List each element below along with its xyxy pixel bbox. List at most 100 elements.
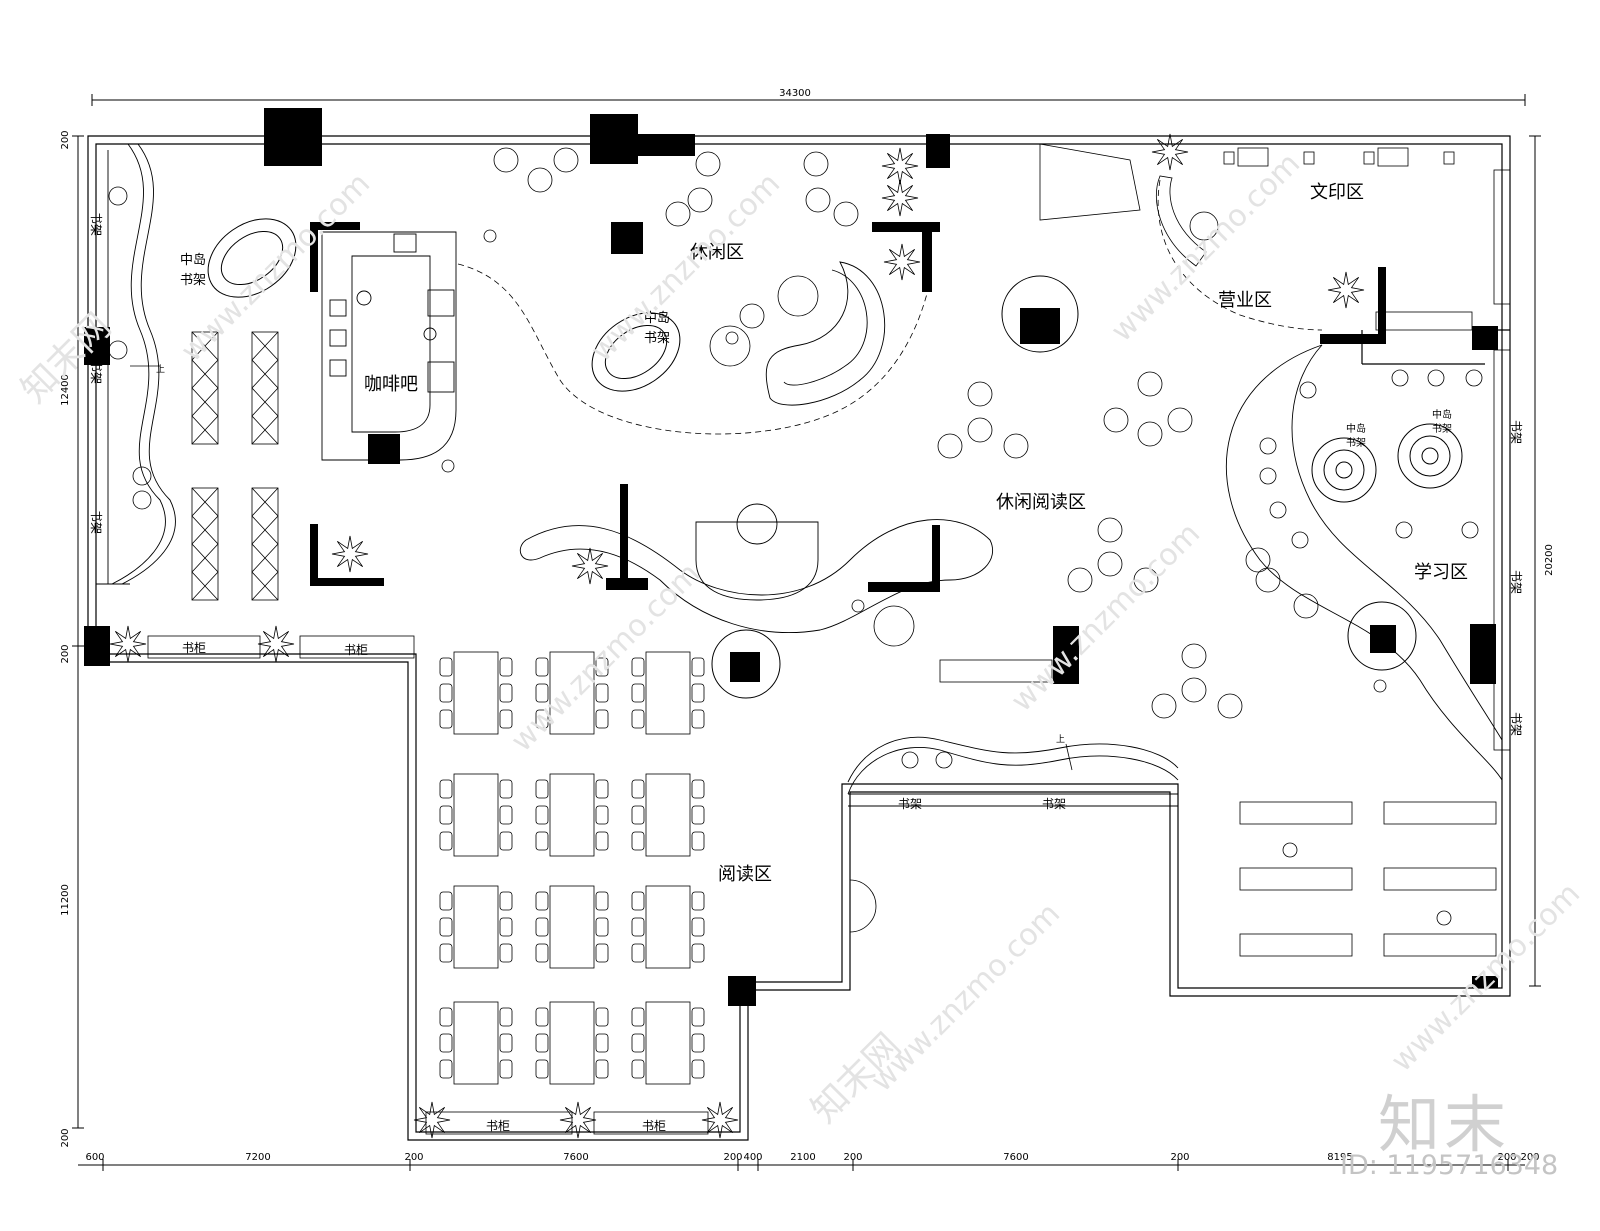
island-label-2a: 中岛 xyxy=(644,310,670,326)
reading-table xyxy=(549,1001,595,1085)
chair xyxy=(439,943,453,963)
dim-bottom-4: 200 xyxy=(723,1152,742,1163)
zone-print: 文印区 xyxy=(1310,182,1364,203)
chair xyxy=(499,1007,513,1027)
island-label-4b: 书架 xyxy=(1432,423,1452,435)
chair xyxy=(439,805,453,825)
person-icon xyxy=(441,211,1479,926)
dim-left-mid: 200 xyxy=(60,644,71,663)
dim-left-top: 200 xyxy=(60,130,71,149)
chair xyxy=(439,891,453,911)
dim-left-lower: 11200 xyxy=(60,884,71,916)
chair xyxy=(499,917,513,937)
bookcase-label-2: 书柜 xyxy=(344,643,368,657)
bookcase-label-1: 书柜 xyxy=(182,641,206,655)
dim-right-total: 20200 xyxy=(1544,544,1555,576)
dim-bottom-8: 7600 xyxy=(1003,1152,1028,1163)
door xyxy=(849,879,877,933)
dimension-lines xyxy=(72,94,1541,1171)
bottom-bookshelf xyxy=(847,736,1179,807)
dim-left-upper: 12400 xyxy=(60,374,71,406)
round-chairs xyxy=(108,147,1483,769)
chair xyxy=(595,891,609,911)
chair xyxy=(691,805,705,825)
chair xyxy=(631,943,645,963)
reading-table xyxy=(549,651,595,735)
chair xyxy=(595,683,609,703)
zone-leisure-reading: 休闲阅读区 xyxy=(996,492,1086,513)
chair xyxy=(691,917,705,937)
chair xyxy=(535,1007,549,1027)
zone-leisure: 休闲区 xyxy=(690,242,744,263)
chair xyxy=(631,683,645,703)
chair xyxy=(499,1033,513,1053)
dim-bottom-2: 200 xyxy=(404,1152,423,1163)
plant-icon xyxy=(883,243,921,281)
chair xyxy=(691,1059,705,1079)
reading-table xyxy=(645,1001,691,1085)
dim-bottom-7: 200 xyxy=(843,1152,862,1163)
chair xyxy=(439,917,453,937)
plant-icon xyxy=(1327,271,1365,309)
chair xyxy=(535,943,549,963)
chair xyxy=(631,917,645,937)
walls xyxy=(87,135,1511,1141)
dim-bottom-1: 7200 xyxy=(245,1152,270,1163)
plant-icon xyxy=(109,133,1365,1139)
zone-reading: 阅读区 xyxy=(718,864,772,885)
image-id: ID: 1195716348 xyxy=(1340,1150,1559,1181)
central-bench xyxy=(519,503,993,633)
chair xyxy=(499,891,513,911)
chair xyxy=(691,943,705,963)
chair xyxy=(499,683,513,703)
chair xyxy=(439,657,453,677)
zone-business: 营业区 xyxy=(1218,290,1272,311)
dim-bottom-3: 7600 xyxy=(563,1152,588,1163)
bookcase-label-3: 书柜 xyxy=(486,1119,510,1133)
zone-coffee-bar: 咖啡吧 xyxy=(364,374,418,395)
bookshelf-label-right-1: 书架 xyxy=(1509,420,1523,444)
chair xyxy=(691,657,705,677)
island-label-3b: 书架 xyxy=(1346,437,1366,449)
print-desks xyxy=(1039,143,1455,267)
furniture-labels: 书架 书架 书架 书架 书架 书架 书架 书架 书柜 书柜 书柜 书柜 上 上 xyxy=(89,212,1523,1133)
island-label-2b: 书架 xyxy=(644,331,670,346)
left-bookshelf xyxy=(95,143,176,585)
plant-icon xyxy=(881,147,919,185)
island-label-4a: 中岛 xyxy=(1432,408,1452,421)
chair xyxy=(535,1033,549,1053)
chair xyxy=(535,683,549,703)
reading-table xyxy=(453,773,499,857)
chair xyxy=(631,657,645,677)
chair xyxy=(595,831,609,851)
zone-labels: 休闲区 咖啡吧 文印区 营业区 休闲阅读区 学习区 阅读区 xyxy=(364,182,1468,885)
chair xyxy=(439,779,453,799)
reading-table xyxy=(453,1001,499,1085)
reading-table xyxy=(645,773,691,857)
plant-icon xyxy=(559,1101,597,1139)
dim-bottom-5: 400 xyxy=(743,1152,762,1163)
chair xyxy=(499,805,513,825)
chair xyxy=(535,709,549,729)
island-label-1a: 中岛 xyxy=(180,252,206,268)
chair xyxy=(691,1007,705,1027)
chair xyxy=(631,1007,645,1027)
plant-icon xyxy=(1151,133,1189,171)
chair xyxy=(691,831,705,851)
chair xyxy=(631,779,645,799)
bookshelf-label-left-2: 书架 xyxy=(89,360,103,384)
partitions xyxy=(310,222,1386,592)
leisure-sofa xyxy=(765,261,886,406)
plant-icon xyxy=(413,1101,451,1139)
plant-icon xyxy=(257,625,295,663)
chair xyxy=(691,779,705,799)
chair xyxy=(691,1033,705,1053)
study-curve xyxy=(1225,344,1503,781)
reading-table xyxy=(645,885,691,969)
chair xyxy=(631,709,645,729)
plant-icon xyxy=(571,547,609,585)
chair xyxy=(595,1033,609,1053)
island-label-1b: 书架 xyxy=(180,273,206,288)
reading-table xyxy=(549,773,595,857)
chair xyxy=(631,831,645,851)
